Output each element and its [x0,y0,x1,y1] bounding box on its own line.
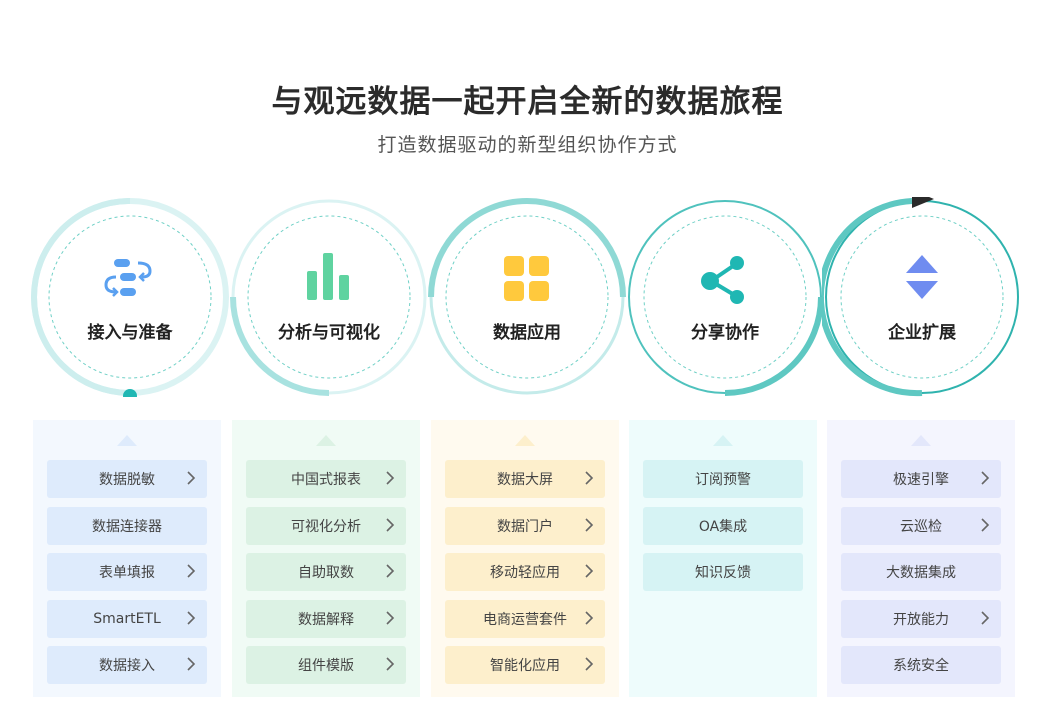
panel-share-collaborate: 订阅预警 OA集成知识反馈 [629,420,817,697]
feature-item[interactable]: 智能化应用 [445,646,605,684]
chevron-right-icon [385,517,395,533]
share-icon [695,251,755,307]
stage-data-application[interactable]: 数据应用 [427,197,627,397]
feature-item[interactable]: 组件模版 [246,646,406,684]
feature-item-label: 可视化分析 [291,518,361,535]
panel-access-prepare: 数据脱敏数据连接器表单填报 SmartETL 数据接入 [33,420,221,697]
feature-item[interactable]: 云巡检 [841,506,1001,545]
chevron-right-icon [186,470,196,486]
feature-item-label: 系统安全 [893,658,949,674]
feature-item-label: 表单填报 [99,565,155,581]
feature-item[interactable]: 知识反馈 [643,553,803,591]
stage-share-collaborate[interactable]: 分享协作 [625,197,825,397]
stage-label: 分享协作 [691,323,759,343]
feature-item-label: 订阅预警 [695,472,751,488]
stage-ring [230,199,427,396]
chevron-right-icon [584,563,594,579]
caret-up-icon [515,435,535,446]
chevron-right-icon [980,470,990,486]
stage-ring [428,198,626,395]
feature-item[interactable]: 订阅预警 [643,460,803,498]
caret-up-icon [117,435,137,446]
bar-chart-icon [299,251,359,307]
stage-label: 接入与准备 [87,323,173,343]
chevron-right-icon [385,610,395,626]
feature-item-label: 开放能力 [893,611,949,628]
caret-up-icon [911,435,931,446]
page-subtitle: 打造数据驱动的新型组织协作方式 [377,134,678,156]
feature-item[interactable]: 数据接入 [47,646,207,684]
chevron-right-icon [385,656,395,672]
chevron-right-icon [385,563,395,579]
chevron-right-icon [584,517,594,533]
feature-item-label: 组件模版 [298,658,354,674]
feature-item-label: 云巡检 [900,518,942,535]
data-flow-icon [100,251,160,307]
feature-item[interactable]: 移动轻应用 [445,553,605,591]
chevron-right-icon [584,470,594,486]
chevron-right-icon [186,656,196,672]
panel-data-application: 数据大屏数据门户移动轻应用电商运营套件智能化应用 [431,420,619,697]
chevron-right-icon [980,517,990,533]
feature-item[interactable]: 表单填报 [47,553,207,591]
feature-item[interactable]: 数据大屏 [445,460,605,498]
stage-access-prepare[interactable]: 接入与准备 [30,197,230,397]
feature-item[interactable]: 极速引擎 [841,460,1001,498]
feature-item-label: SmartETL [93,610,161,627]
feature-item-label: 中国式报表 [291,472,361,488]
feature-item[interactable]: OA集成 [643,506,803,545]
feature-item-label: 极速引擎 [893,472,949,488]
chevron-right-icon [186,610,196,626]
stage-ring [822,197,1019,397]
feature-item-label: 数据门户 [497,518,553,535]
stage-enterprise-expansion[interactable]: 企业扩展 [822,197,1022,397]
stage-label: 企业扩展 [888,323,956,343]
stage-analysis-visualization[interactable]: 分析与可视化 [229,197,429,397]
feature-item[interactable]: 数据解释 [246,599,406,638]
grid-apps-icon [497,251,557,307]
feature-item[interactable]: 电商运营套件 [445,599,605,638]
panel-analysis-visualization: 中国式报表可视化分析自助取数数据解释组件模版 [232,420,420,697]
panel-enterprise-expansion: 极速引擎云巡检大数据集成开放能力系统安全 [827,420,1015,697]
chevron-right-icon [186,563,196,579]
feature-item-label: 智能化应用 [490,658,560,674]
feature-item-label: OA集成 [698,518,748,535]
chevron-right-icon [584,656,594,672]
chevron-right-icon [980,610,990,626]
stage-ring [628,200,824,396]
feature-item[interactable]: 数据脱敏 [47,460,207,498]
feature-item-label: 电商运营套件 [483,611,567,628]
chevron-right-icon [385,470,395,486]
feature-item-label: 数据连接器 [92,518,162,535]
feature-item-label: 数据接入 [99,658,155,674]
chevron-right-icon [584,610,594,626]
stage-label: 数据应用 [493,323,561,343]
stage-ring [31,198,229,397]
caret-up-icon [316,435,336,446]
feature-item[interactable]: 自助取数 [246,553,406,591]
feature-item[interactable]: 数据门户 [445,506,605,545]
page-title: 与观远数据一起开启全新的数据旅程 [271,84,784,120]
feature-item-label: 大数据集成 [886,565,956,581]
feature-item-label: 知识反馈 [695,565,751,581]
stage-label: 分析与可视化 [278,323,380,343]
feature-item-label: 数据脱敏 [99,472,155,488]
expand-arrows-icon [892,251,952,307]
feature-item[interactable]: 开放能力 [841,599,1001,638]
feature-item[interactable]: 可视化分析 [246,506,406,545]
feature-item[interactable]: 数据连接器 [47,506,207,545]
feature-item-label: 数据大屏 [497,472,553,488]
caret-up-icon [713,435,733,446]
feature-item[interactable]: 中国式报表 [246,460,406,498]
feature-item[interactable]: SmartETL [47,599,207,638]
feature-item[interactable]: 系统安全 [841,646,1001,684]
feature-item-label: 移动轻应用 [490,565,560,581]
feature-item[interactable]: 大数据集成 [841,553,1001,591]
feature-item-label: 自助取数 [298,565,354,581]
feature-item-label: 数据解释 [298,611,354,628]
